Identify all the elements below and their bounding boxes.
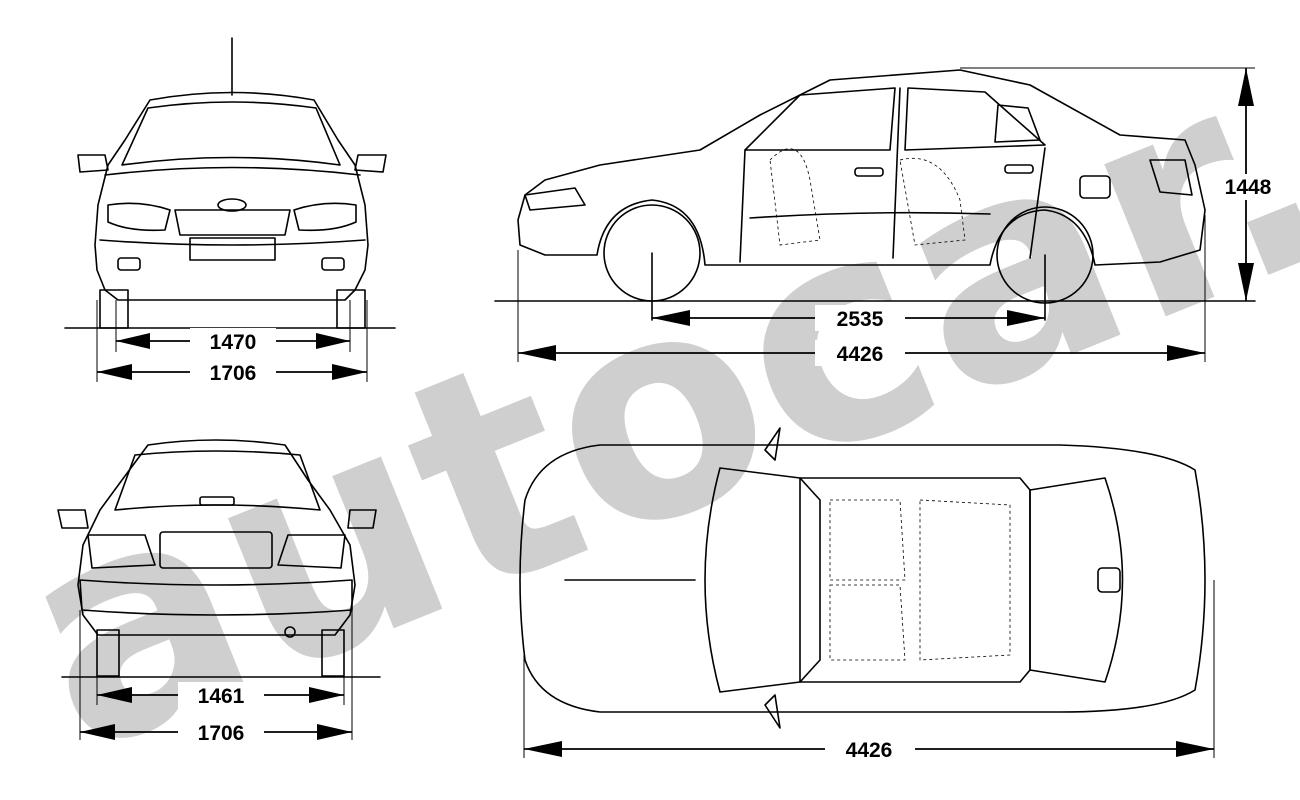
rear-right-mirror (347, 509, 377, 529)
right-mirror (354, 154, 387, 173)
front-width-label: 1706 (210, 362, 257, 385)
bumper-line (99, 239, 366, 246)
left-mirror (77, 154, 109, 173)
rear-bench-top (919, 499, 1011, 661)
front-seat-top-b (829, 584, 906, 661)
rear-door-handle (1004, 164, 1034, 174)
side-view (494, 69, 1256, 321)
rear-track-label: 1461 (198, 685, 245, 708)
front-door-handle (854, 167, 884, 177)
front-track-label: 1470 (210, 331, 257, 354)
top-view (519, 427, 1206, 729)
side-headlight (524, 187, 586, 211)
roof-panel (799, 477, 1031, 683)
top-windshield (704, 467, 821, 693)
right-fog-light (321, 257, 345, 271)
front-view (64, 37, 396, 329)
top-left-mirror (764, 427, 781, 461)
left-fog-light (117, 257, 141, 271)
front-body-outline (94, 91, 369, 301)
b-pillar (892, 87, 901, 259)
quarter-window (994, 104, 1041, 143)
front-seat-top-a (829, 499, 906, 581)
right-headlight (293, 202, 357, 232)
right-taillight (277, 534, 346, 569)
side-molding (749, 211, 991, 219)
windshield (121, 101, 341, 166)
rear-width-label: 1706 (198, 722, 245, 745)
front-seat-ghost (769, 148, 821, 246)
fuel-door (1079, 175, 1111, 199)
rear-door-window (904, 87, 1046, 151)
wheelbase-label: 2535 (837, 308, 884, 331)
top-rear-window (1029, 477, 1124, 683)
hood-line (104, 166, 361, 176)
side-length-label: 4426 (837, 343, 884, 366)
rear-dimensions: 1461 1706 (79, 610, 353, 745)
rear-window (114, 450, 321, 511)
trunk-plate-recess (159, 531, 273, 569)
front-grille (174, 209, 291, 236)
rear-door-edge (1029, 147, 1046, 259)
top-body-outline (519, 444, 1206, 713)
front-plate (189, 237, 276, 261)
right-front-tire (336, 289, 366, 329)
top-length-label: 4426 (846, 739, 893, 762)
rear-left-mirror (57, 509, 89, 529)
front-dimensions: 1470 1706 (96, 300, 368, 385)
top-dimensions: 4426 (523, 580, 1215, 762)
side-dimensions: 2535 4426 1448 (517, 67, 1282, 366)
front-badge (217, 198, 247, 212)
front-door-edge (739, 149, 746, 263)
brake-light (199, 496, 235, 506)
front-door-window (744, 87, 896, 151)
left-headlight (107, 202, 171, 232)
tow-hook (284, 626, 296, 638)
left-taillight (87, 534, 156, 569)
side-taillight (1149, 159, 1193, 196)
rear-body-outline (77, 439, 356, 636)
top-right-mirror (764, 694, 781, 729)
left-front-tire (99, 289, 129, 329)
height-label: 1448 (1225, 176, 1272, 199)
top-center-brake-light (1097, 567, 1121, 593)
